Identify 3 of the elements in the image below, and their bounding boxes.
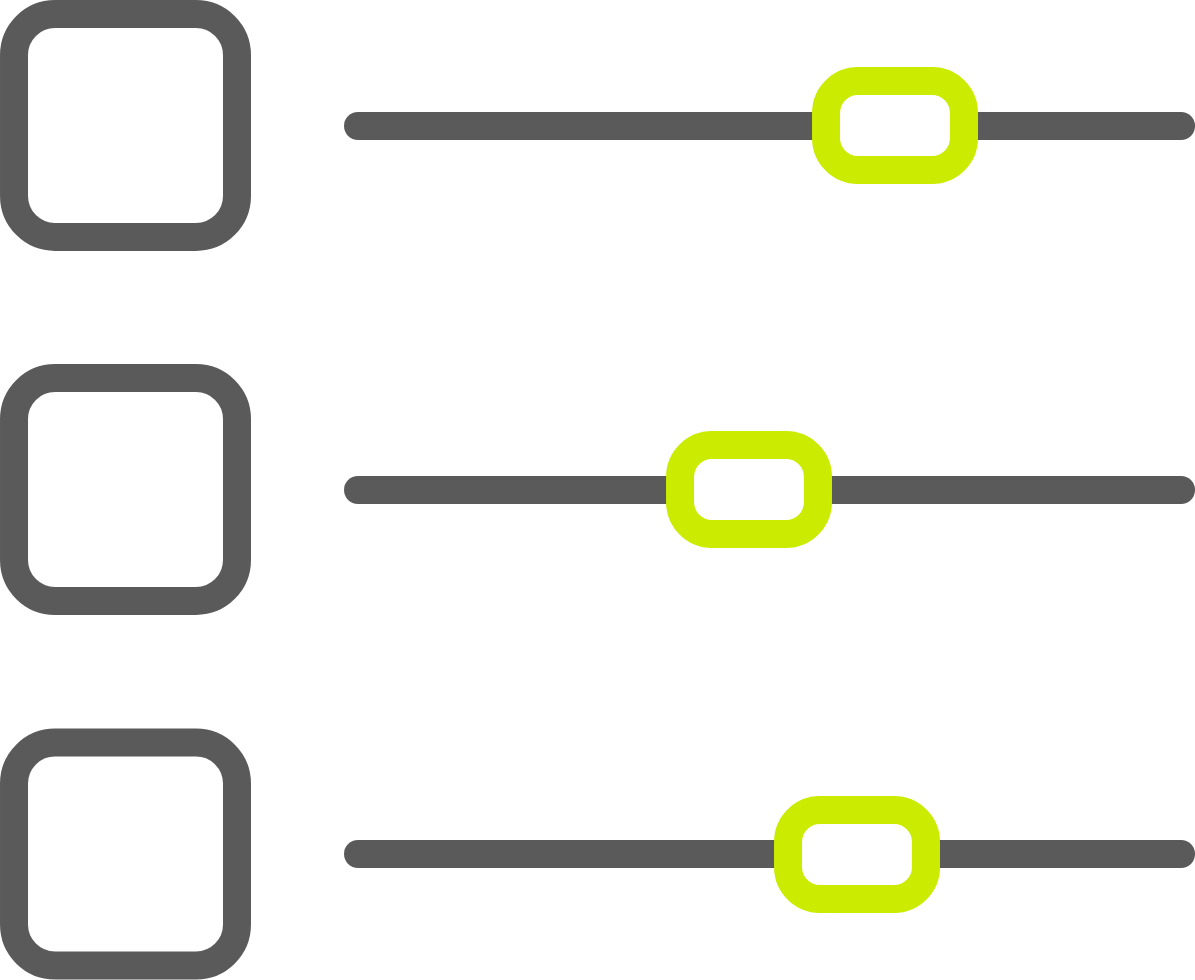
slider-knob	[666, 431, 832, 548]
slider-knob	[812, 67, 978, 184]
slider-knob	[774, 796, 940, 913]
